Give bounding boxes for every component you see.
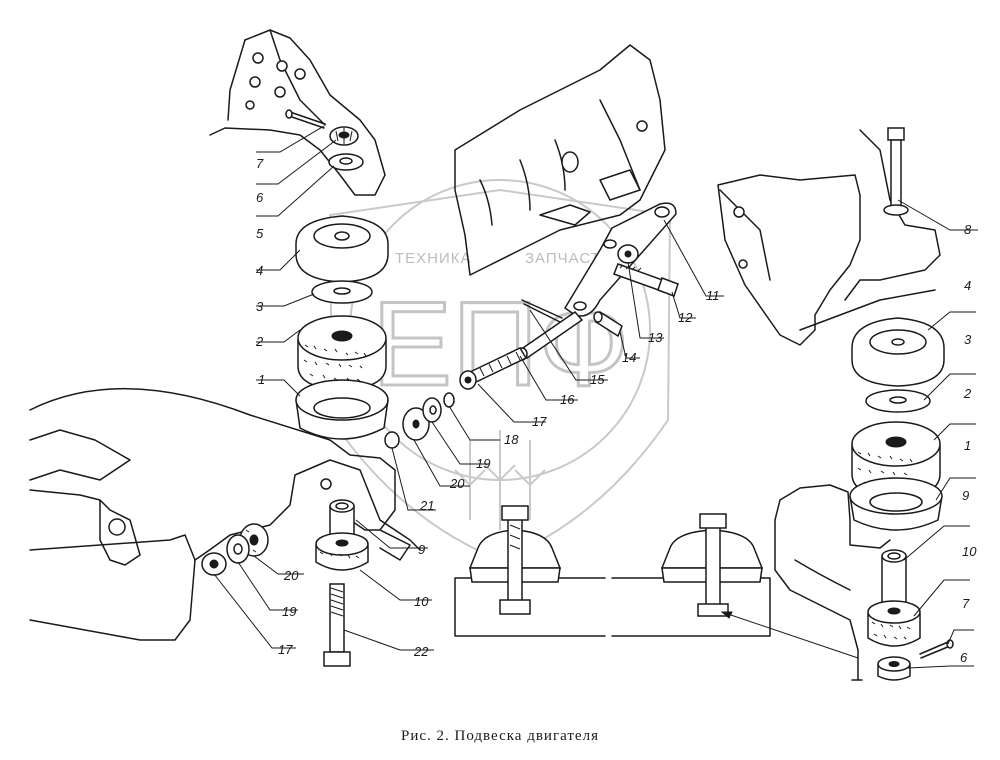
leader-lines <box>213 125 978 669</box>
bolt-22 <box>323 583 351 667</box>
callout-12: 12 <box>678 310 693 325</box>
section-view-right <box>611 513 859 659</box>
callout-3-left: 3 <box>256 299 264 314</box>
bolt-12 <box>613 263 679 297</box>
callout-19-upper: 19 <box>476 456 490 471</box>
right-bracket <box>717 129 941 346</box>
callout-2-right: 2 <box>963 386 972 401</box>
callout-7-left: 7 <box>256 156 264 171</box>
cushion-cap-4-right <box>851 317 945 387</box>
section-view-left <box>454 505 606 637</box>
callout-9-left: 9 <box>418 542 425 557</box>
watermark-right-text: ЗАПЧАСТИ <box>525 250 613 267</box>
left-upper-bracket <box>209 29 386 196</box>
cotter-pin-15 <box>521 299 563 323</box>
washer-19-upper <box>422 397 442 423</box>
watermark-left-text: ТЕХНИКА <box>395 250 472 267</box>
washer-5-left <box>328 153 364 171</box>
callout-2-left: 2 <box>255 334 264 349</box>
callout-numbers: 7 6 5 4 3 2 1 21 20 19 17 22 10 9 20 19 … <box>255 156 977 665</box>
callout-4-right: 4 <box>964 278 971 293</box>
cup-1-left <box>295 379 389 440</box>
callout-13: 13 <box>648 330 663 345</box>
washer-19-lower <box>226 534 250 564</box>
callout-16: 16 <box>560 392 575 407</box>
callout-1-right: 1 <box>964 438 971 453</box>
washer-3-left <box>311 280 373 304</box>
callout-3-right: 3 <box>964 332 972 347</box>
castle-nut-6-right <box>877 656 911 681</box>
callout-8: 8 <box>964 222 972 237</box>
callout-18: 18 <box>504 432 519 447</box>
callout-17-upper: 17 <box>532 414 547 429</box>
washer-3-right <box>865 389 931 413</box>
threaded-stud-17 <box>459 347 528 390</box>
callout-21: 21 <box>419 498 434 513</box>
bushing-21 <box>384 431 400 449</box>
callout-20-lower: 20 <box>283 568 299 583</box>
sleeve-9-left <box>329 499 355 541</box>
callout-9-right: 9 <box>962 488 969 503</box>
callout-5-left: 5 <box>256 226 264 241</box>
figure-caption: Рис. 2. Подвеска двигателя <box>401 728 599 744</box>
spring-washer-18 <box>443 392 455 408</box>
lower-cushion-10-left <box>315 532 369 571</box>
callout-22: 22 <box>413 644 429 659</box>
callout-6-right: 6 <box>960 650 968 665</box>
rubber-cushion-2-left <box>297 315 387 391</box>
bolt-8 <box>883 127 909 216</box>
callout-11: 11 <box>706 288 720 303</box>
pin-14 <box>593 310 623 338</box>
cotter-pin-7-left <box>285 109 326 129</box>
callout-20-upper: 20 <box>449 476 465 491</box>
callout-19-lower: 19 <box>282 604 296 619</box>
left-frame-member <box>29 388 421 641</box>
callout-14: 14 <box>622 350 636 365</box>
callout-15: 15 <box>590 372 605 387</box>
callout-10-left: 10 <box>414 594 429 609</box>
center-bracket <box>454 44 666 276</box>
right-frame-member <box>774 484 891 681</box>
callout-7-right: 7 <box>962 596 970 611</box>
callout-17-lower: 17 <box>278 642 293 657</box>
callout-6-left: 6 <box>256 190 264 205</box>
cup-1-right <box>849 477 943 531</box>
lower-cushion-10-right <box>867 600 921 647</box>
callout-4-left: 4 <box>256 263 263 278</box>
sleeve-9-right <box>881 549 907 607</box>
cushion-cap-4-left <box>295 215 389 283</box>
callout-10-right: 10 <box>962 544 977 559</box>
rubber-washer-20-upper <box>402 407 430 441</box>
callout-1-left: 1 <box>258 372 265 387</box>
washer-13 <box>617 244 639 264</box>
nut-17-lower <box>201 552 227 576</box>
castle-nut-6-left <box>329 126 359 146</box>
